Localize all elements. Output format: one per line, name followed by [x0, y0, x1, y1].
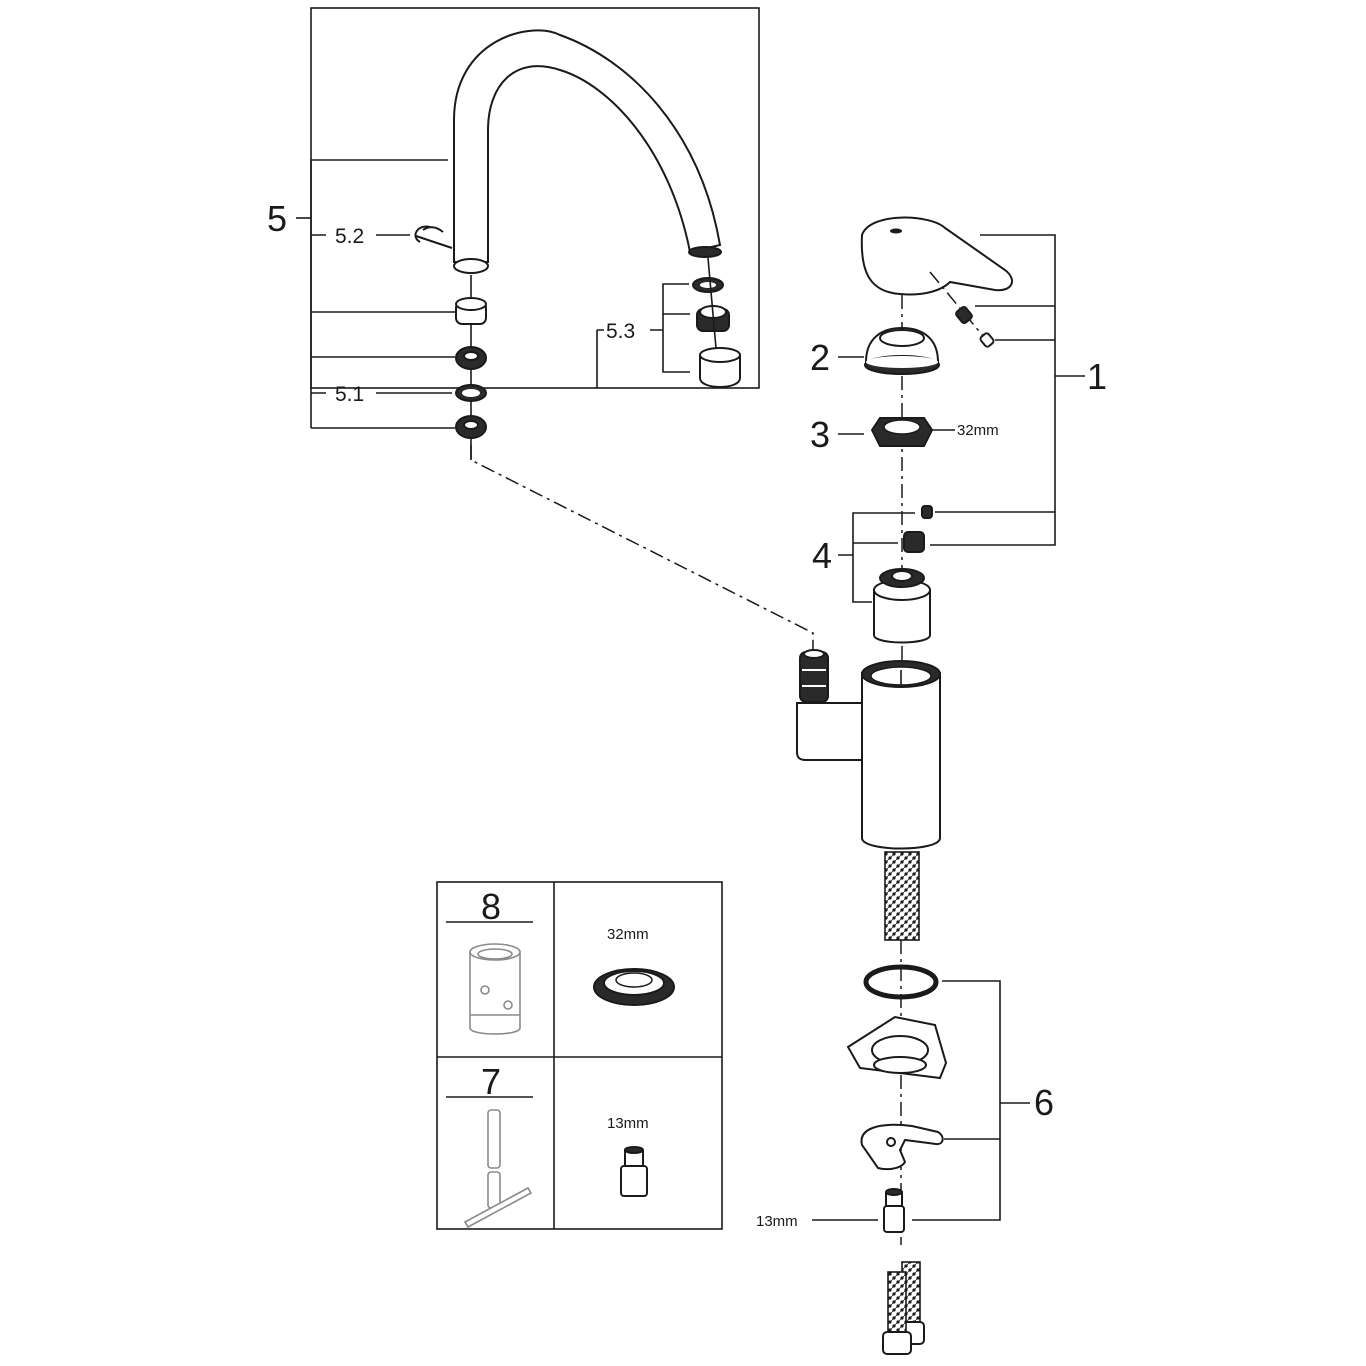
- spout-lower-nut-icon: [455, 415, 487, 439]
- tools-table-frame: [436, 881, 723, 1230]
- callout-1-bracket: [930, 234, 1085, 546]
- spout-bushing-icon: [455, 297, 487, 325]
- hex-nut-icon: [593, 968, 675, 1006]
- aerator-axis: [707, 257, 717, 349]
- cartridge-adapter-icon: [903, 531, 925, 553]
- callout-1-label: 1: [1087, 356, 1107, 397]
- spout-body-connection-line: [470, 445, 814, 650]
- horseshoe-washer-icon: [860, 1123, 944, 1171]
- hose-fitting-icon: [620, 1146, 648, 1197]
- tool-8-fits-label: 32mm: [607, 926, 649, 943]
- handle-group: 1 2 3 32mm 4: [810, 216, 1107, 660]
- retaining-clip-icon: [414, 225, 453, 249]
- handle-logo-mark: [890, 228, 902, 234]
- body-side-arm-icon: [796, 702, 866, 761]
- tool-7-number: 7: [481, 1061, 501, 1102]
- faucet-body-group: [796, 649, 941, 1245]
- callout-4-bracket: [838, 512, 915, 603]
- supply-hose-braided-icon: [884, 851, 920, 941]
- spout-assembly-group: 5 5.2 5.1: [267, 7, 760, 460]
- ceramic-cartridge-icon: [873, 568, 931, 644]
- callout-6-label: 6: [1034, 1082, 1054, 1123]
- tools-table: 8 32mm 7 13mm: [436, 881, 723, 1230]
- cover-cap-icon: [864, 326, 940, 375]
- tool-7-fits-label: 13mm: [607, 1115, 649, 1132]
- tool-8-number: 8: [481, 886, 501, 927]
- callout-2-label: 2: [810, 337, 830, 378]
- lever-handle-icon: [860, 216, 1014, 296]
- callout-5-3-label: 5.3: [606, 320, 635, 343]
- dim-13mm-label: 13mm: [756, 1213, 798, 1230]
- spout-outlet-ring: [688, 246, 722, 258]
- handle-grub-axis: [929, 271, 989, 343]
- spout-nut-icon: [455, 346, 487, 370]
- t-handle-key-icon: [463, 1109, 533, 1229]
- callout-6-bracket: [912, 980, 1030, 1221]
- callout-4-label: 4: [812, 535, 832, 576]
- socket-wrench-sleeve-icon: [469, 943, 521, 1035]
- body-column-icon: [861, 672, 941, 850]
- spout-connector-nipple-icon: [799, 649, 829, 703]
- spout-tube-icon: [453, 29, 722, 263]
- callout-5-1-label: 5.1: [335, 383, 364, 406]
- fitting-13mm-icon: [883, 1188, 905, 1233]
- stabilizing-plate-icon: [846, 1015, 948, 1080]
- o-ring-5-1-icon: [455, 384, 487, 402]
- callout-5-label: 5: [267, 198, 287, 239]
- dim-32mm-label: 32mm: [957, 422, 999, 439]
- callout-3-label: 3: [810, 414, 830, 455]
- cap-plug-icon: [979, 332, 995, 348]
- aerator-housing-icon: [699, 347, 741, 388]
- cartridge-screw-icon: [921, 505, 933, 519]
- mounting-o-ring-icon: [863, 964, 939, 1000]
- hex-nut-32mm-icon: [870, 417, 934, 447]
- grub-screw-icon: [955, 306, 973, 324]
- mounting-kit-group: 6 13mm: [756, 964, 1054, 1355]
- callout-5-2-label: 5.2: [335, 225, 364, 248]
- hose-connector-pair-icon: [882, 1261, 925, 1355]
- callout-5-bracket: [310, 159, 455, 429]
- aerator-washer-icon: [692, 277, 724, 293]
- spout-base-ring: [453, 258, 489, 274]
- callout-5-3-bracket: [596, 283, 690, 388]
